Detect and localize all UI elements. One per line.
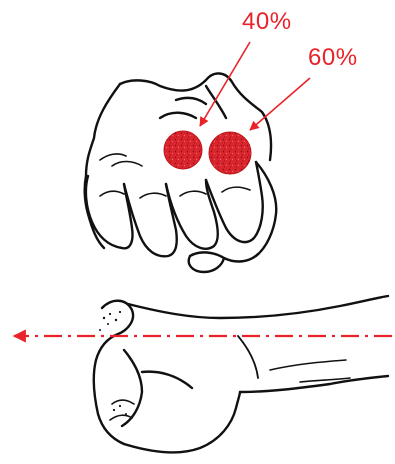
knuckle-60-highlight — [208, 131, 252, 175]
thumb-curl — [120, 348, 194, 428]
side-finger-lines — [109, 399, 135, 421]
forearm-muscle-lines — [269, 359, 351, 383]
forearm-top — [126, 294, 390, 320]
ring-finger — [164, 178, 219, 250]
forearm-bottom — [238, 374, 390, 394]
fist-front-illustration — [83, 72, 278, 274]
knuckle-60-percent-label: 60% — [308, 44, 358, 71]
hand-top-outline — [118, 72, 273, 162]
thumb — [187, 251, 260, 274]
pointer-arrow-60 — [249, 77, 311, 131]
fist-side-illustration — [92, 294, 390, 454]
fist-underside — [122, 390, 242, 454]
hand-back-outline — [83, 82, 122, 250]
pointer-arrow-40 — [199, 41, 251, 127]
outer-hand-edge — [254, 160, 278, 258]
wrist-crease — [237, 335, 259, 379]
fist-side-shading — [99, 310, 127, 415]
knuckle-40-highlight — [163, 130, 203, 170]
fist-front-outline — [92, 299, 135, 446]
knuckle-40-percent-label: 40% — [242, 8, 292, 35]
little-finger — [204, 160, 264, 244]
finger-detail-lines — [99, 153, 251, 199]
middle-finger — [122, 182, 178, 258]
index-finger — [84, 174, 134, 250]
knuckle-crease-lines — [158, 84, 228, 120]
